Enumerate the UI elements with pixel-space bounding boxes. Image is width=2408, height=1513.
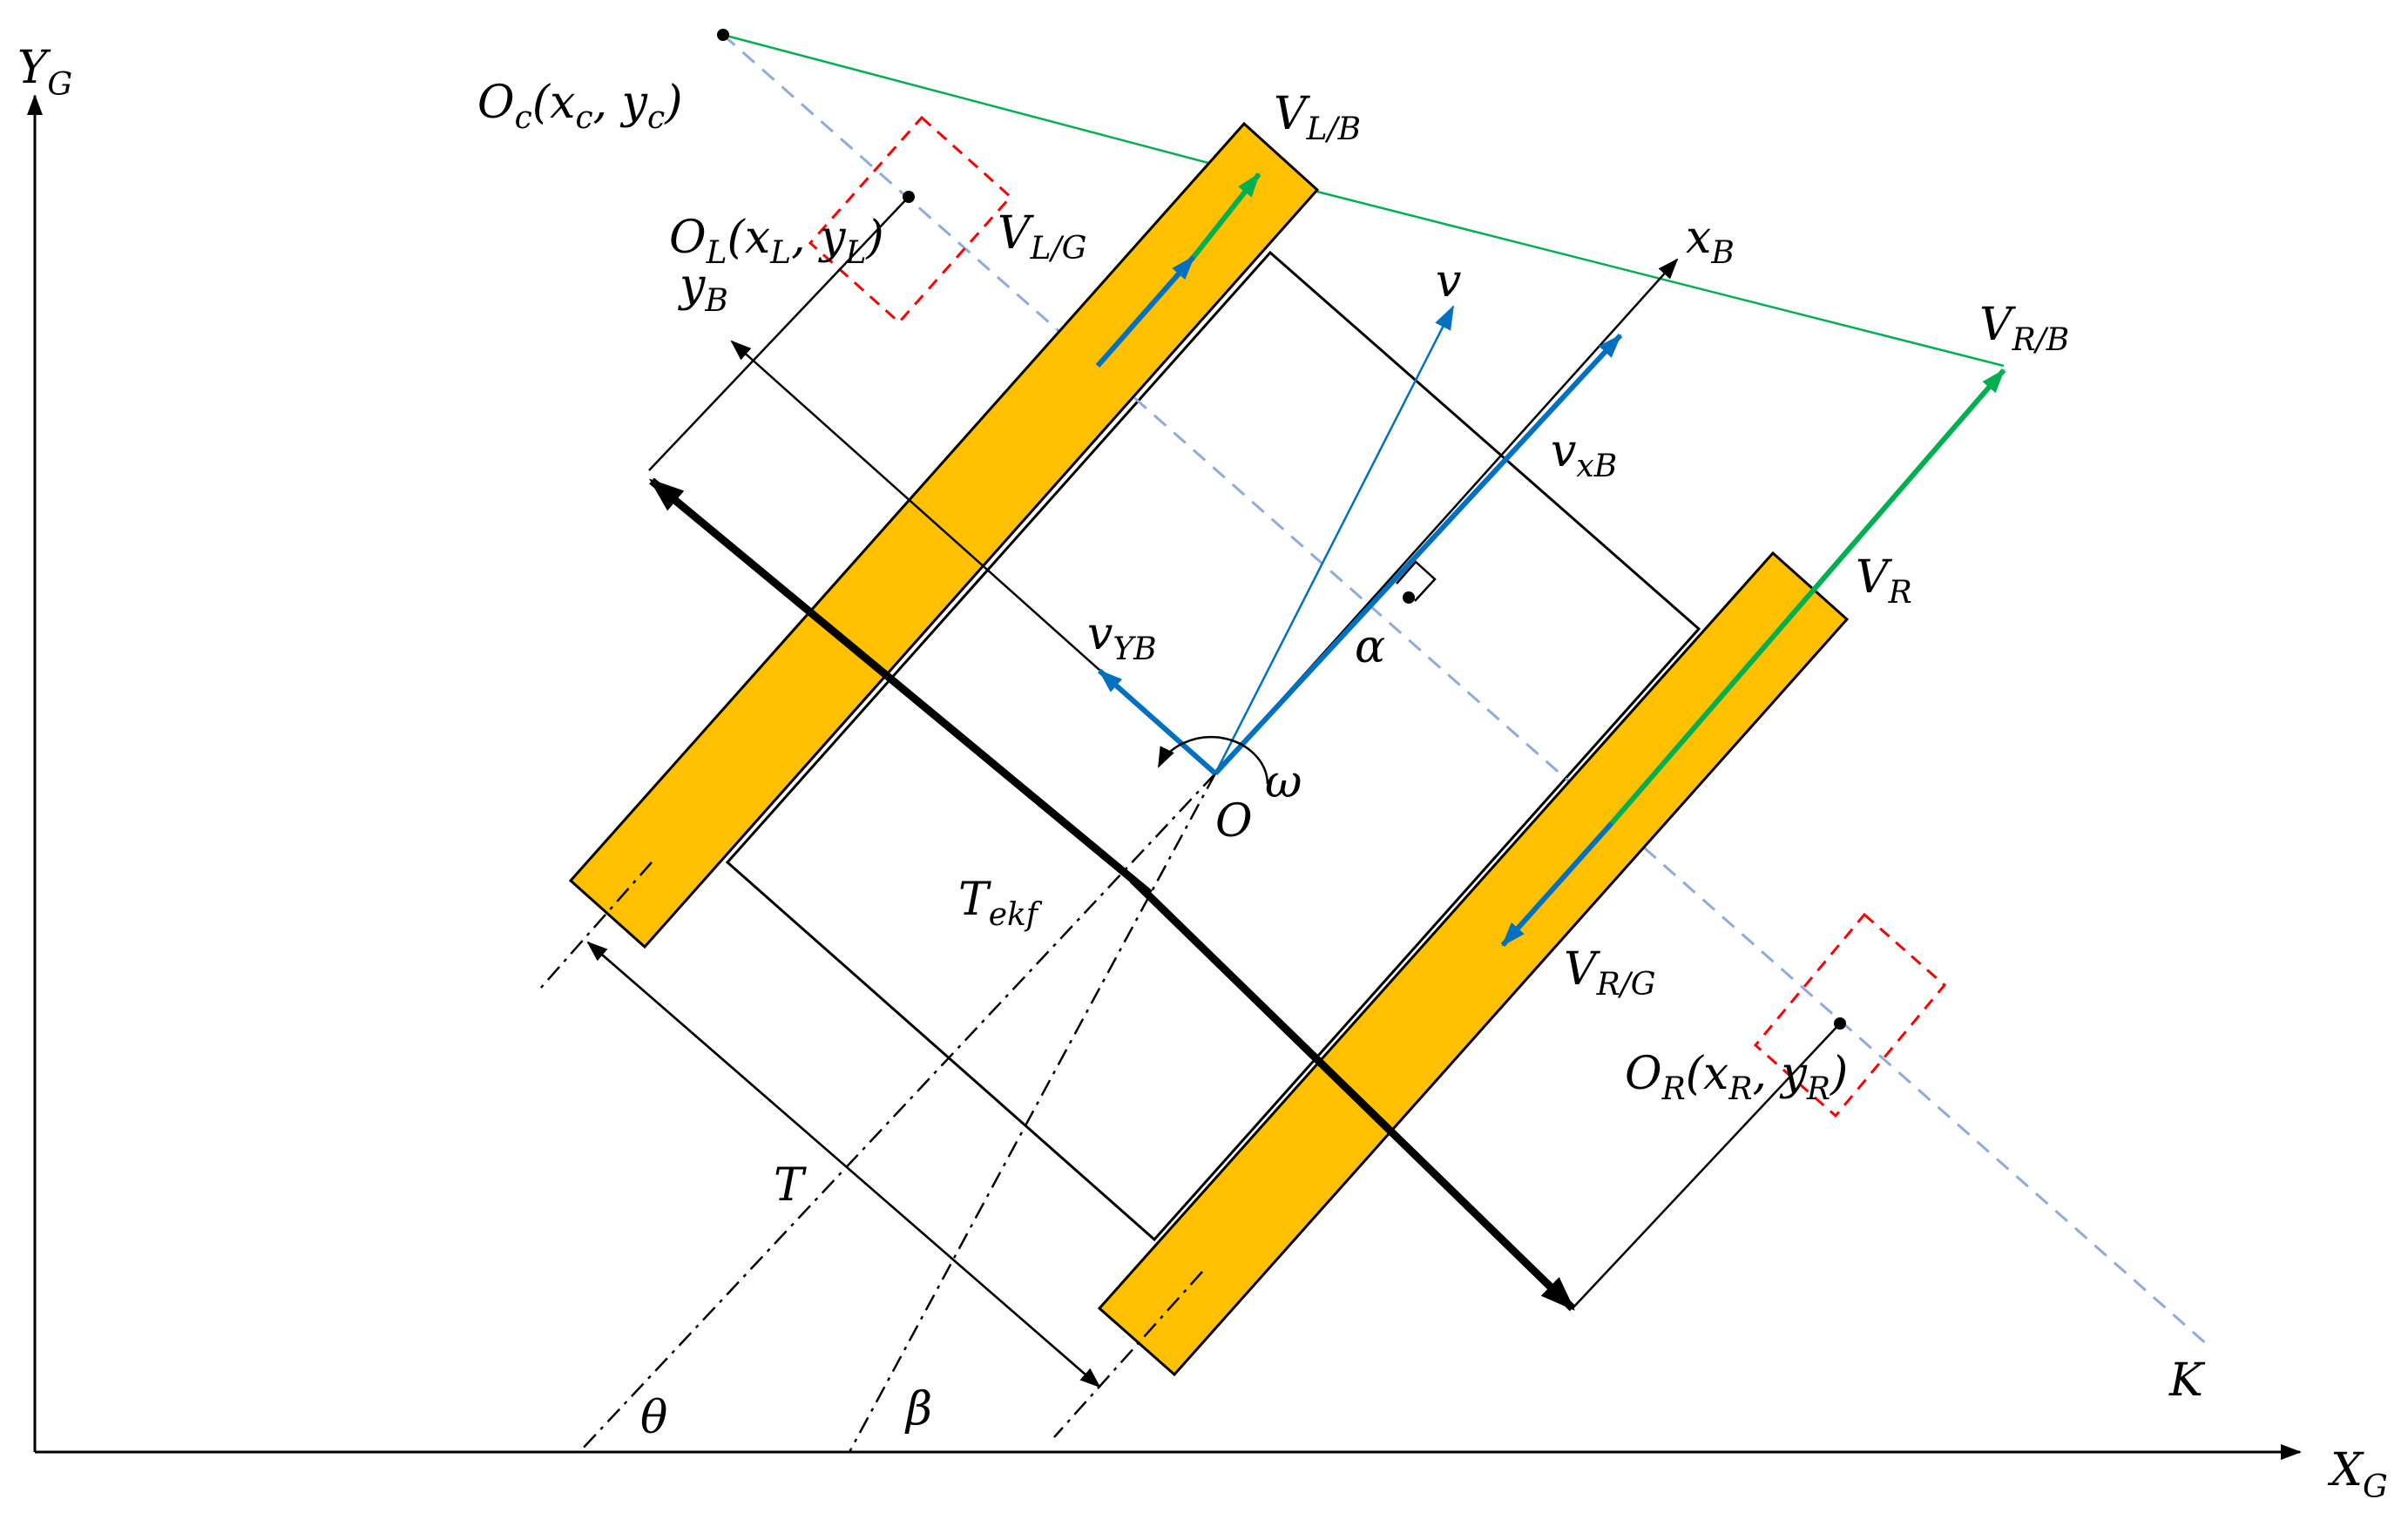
tekf-label: Tekf xyxy=(958,874,1043,933)
o-label: O xyxy=(1215,795,1253,848)
alpha-label: α xyxy=(1355,621,1385,673)
xg-label: XG xyxy=(2327,1444,2388,1505)
theta-line xyxy=(578,773,1216,1453)
tekf-arrow xyxy=(648,477,1153,897)
vlb-vector xyxy=(1191,172,1261,259)
theta-label: θ xyxy=(640,1392,667,1444)
right-angle-dot xyxy=(1403,591,1415,604)
icc-tangent-line xyxy=(722,33,2005,368)
omega-label: ω xyxy=(1265,756,1302,808)
v-label: v xyxy=(1436,255,1461,307)
oc-point xyxy=(717,29,729,41)
right-wheel-contact-box xyxy=(1753,912,1947,1118)
vrb-label: VR/B xyxy=(1979,299,2069,358)
yb-label: yB xyxy=(678,260,728,319)
tekf-arrow-2 xyxy=(1129,876,1576,1312)
right-angle-marker xyxy=(1396,560,1437,602)
omega-arc xyxy=(1157,735,1269,785)
v-vector xyxy=(1214,305,1455,774)
oc-label: Oc(xc, yc) xyxy=(477,77,683,136)
left-wheel-centerline xyxy=(539,861,653,990)
vr-label: VR xyxy=(1856,551,1912,611)
vxb-label: vxB xyxy=(1551,425,1617,484)
vyb-label: vYB xyxy=(1087,608,1157,667)
beta-label: β xyxy=(904,1383,932,1435)
vlb-label: VL/B xyxy=(1274,88,1361,147)
left-wheel-contact-box xyxy=(808,115,1013,325)
right-wheel-centerline xyxy=(1053,1271,1203,1438)
vrb-vector xyxy=(1609,368,2006,825)
beta-line xyxy=(848,773,1217,1453)
k-label: K xyxy=(2168,1354,2206,1407)
vxb-vector xyxy=(1213,333,1623,776)
t-dimension-line-back xyxy=(587,942,1101,1388)
yg-label: YG xyxy=(17,42,72,103)
ol-label: OL(xL, yL) xyxy=(669,212,884,271)
vyb-vector xyxy=(1098,668,1217,776)
or-label: OR(xR, yR) xyxy=(1625,1048,1848,1107)
xb-label: xB xyxy=(1686,212,1735,271)
vrg-vector xyxy=(1500,821,1614,947)
ol-extension-line xyxy=(648,196,910,471)
or-extension-line xyxy=(1572,1023,1841,1309)
robot-body xyxy=(725,250,1701,1242)
vrg-label: VR/G xyxy=(1564,943,1656,1003)
t-label: T xyxy=(774,1159,807,1212)
vlg-label: VL/G xyxy=(998,207,1086,267)
right-wheel xyxy=(1097,550,1850,1377)
vlg-vector xyxy=(1095,255,1196,368)
axle-dashed-line xyxy=(722,33,2209,1348)
